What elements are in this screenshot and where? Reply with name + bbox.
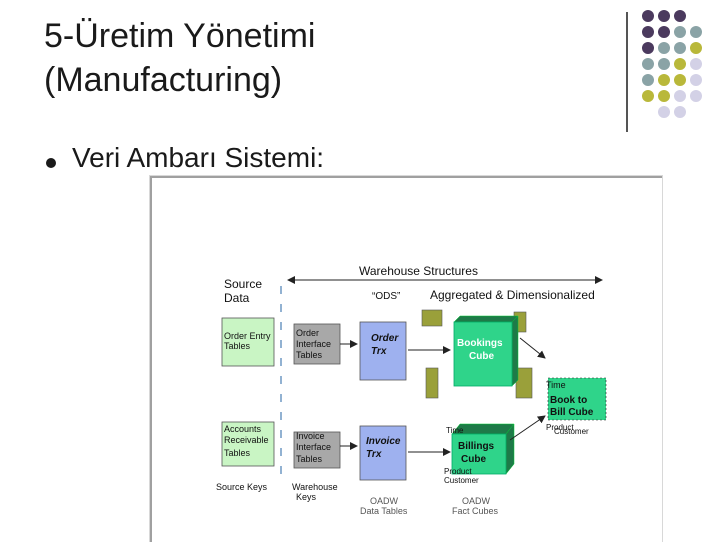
decor-dot: [674, 58, 686, 70]
book-to-bill-cube: [547, 377, 607, 421]
invoice-trx-box: [359, 425, 407, 481]
title-line-1: 5-Üretim Yönetimi: [44, 17, 316, 55]
oadw-cubes-label-1: OADW: [462, 496, 491, 506]
invoice-interface-label-3: Tables: [296, 454, 323, 464]
oadw-tables-label-1: OADW: [370, 496, 399, 506]
product-label-1: Product: [546, 423, 574, 432]
order-trx-label-2: Trx: [371, 346, 387, 357]
bookings-label-1: Bookings: [457, 338, 503, 349]
book-to-bill-label-2: Bill Cube: [550, 407, 594, 418]
billings-cube: [451, 433, 507, 475]
decor-dot: [690, 90, 702, 102]
decor-dot: [690, 58, 702, 70]
decor-dot: [642, 26, 654, 38]
invoice-interface-label-2: Interface: [296, 442, 331, 452]
decor-dot: [658, 26, 670, 38]
warehouse-diagram: Warehouse Structures Source Data “ODS” A…: [150, 176, 662, 542]
order-entry-label-1: Order Entry: [224, 331, 271, 341]
time-label-1: Time: [546, 380, 566, 390]
bookings-to-bill-arrow: [519, 337, 546, 359]
bullet-dot: [46, 158, 56, 168]
decor-dot: [690, 26, 702, 38]
decor-dot: [690, 74, 702, 86]
oadw-cubes-label-2: Fact Cubes: [452, 506, 499, 516]
warehouse-keys-label-2: Keys: [296, 492, 317, 502]
accounts-receivable-box: [221, 421, 275, 467]
source-label-2: Data: [224, 291, 250, 305]
customer-label-1: Customer: [554, 427, 589, 436]
accounts-label-1: Accounts: [224, 424, 262, 434]
decor-dot: [658, 58, 670, 70]
decor-dot: [642, 10, 654, 22]
source-label-1: Source: [224, 277, 262, 291]
decor-dot: [674, 26, 686, 38]
invoice-trx-label-1: Invoice: [366, 436, 401, 447]
billings-label-1: Billings: [458, 441, 495, 452]
warehouse-structures-label: Warehouse Structures: [359, 264, 478, 278]
order-interface-label-3: Tables: [296, 350, 323, 360]
decor-dot: [658, 90, 670, 102]
bullet-text: Veri Ambarı Sistemi:: [72, 142, 325, 173]
decor-dot: [674, 74, 686, 86]
book-to-bill-label-1: Book to: [550, 395, 587, 406]
time-label-2: Time: [446, 426, 464, 435]
order-interface-label-2: Interface: [296, 339, 331, 349]
bookings-cube: [453, 321, 513, 387]
order-trx-box: [359, 321, 407, 381]
order-interface-label-1: Order: [296, 328, 319, 338]
decor-dot: [658, 10, 670, 22]
order-entry-label-2: Tables: [224, 341, 251, 351]
decor-dot: [674, 106, 686, 118]
decor-dot: [642, 58, 654, 70]
decor-dot: [658, 106, 670, 118]
decor-dot: [642, 42, 654, 54]
slide-title: 5-Üretim Yönetimi (Manufacturing): [44, 14, 315, 102]
order-trx-label-1: Order: [371, 333, 399, 344]
decor-dot: [674, 42, 686, 54]
billings-label-2: Cube: [461, 454, 486, 465]
decor-dot: [658, 42, 670, 54]
oadw-tables-label-2: Data Tables: [360, 506, 408, 516]
source-keys-label: Source Keys: [216, 482, 268, 492]
decor-dot: [674, 10, 686, 22]
bookings-cube-side: [511, 315, 519, 387]
warehouse-keys-label-1: Warehouse: [292, 482, 338, 492]
order-entry-box: [221, 317, 275, 367]
product-label-2: Product: [444, 467, 472, 476]
table-icon: [425, 367, 439, 399]
invoice-interface-box: [293, 431, 341, 469]
aggregated-label: Aggregated & Dimensionalized: [430, 288, 595, 302]
invoice-interface-label-1: Invoice: [296, 431, 325, 441]
billings-to-bill-arrow: [509, 415, 546, 441]
accounts-label-3: Tables: [224, 448, 251, 458]
decor-divider: [626, 12, 628, 132]
decor-dot: [642, 90, 654, 102]
bookings-label-2: Cube: [469, 351, 494, 362]
order-interface-box: [293, 323, 341, 365]
decor-dot: [658, 74, 670, 86]
decor-dot: [690, 42, 702, 54]
accounts-label-2: Receivable: [224, 435, 269, 445]
invoice-trx-label-2: Trx: [366, 449, 382, 460]
table-icon: [515, 367, 533, 399]
decor-dot: [674, 90, 686, 102]
decor-dot: [642, 74, 654, 86]
table-icon: [421, 309, 443, 327]
ods-label: “ODS”: [372, 291, 400, 302]
bookings-cube-top: [453, 315, 519, 323]
customer-label-2: Customer: [444, 476, 479, 485]
title-line-2: (Manufacturing): [44, 61, 283, 99]
